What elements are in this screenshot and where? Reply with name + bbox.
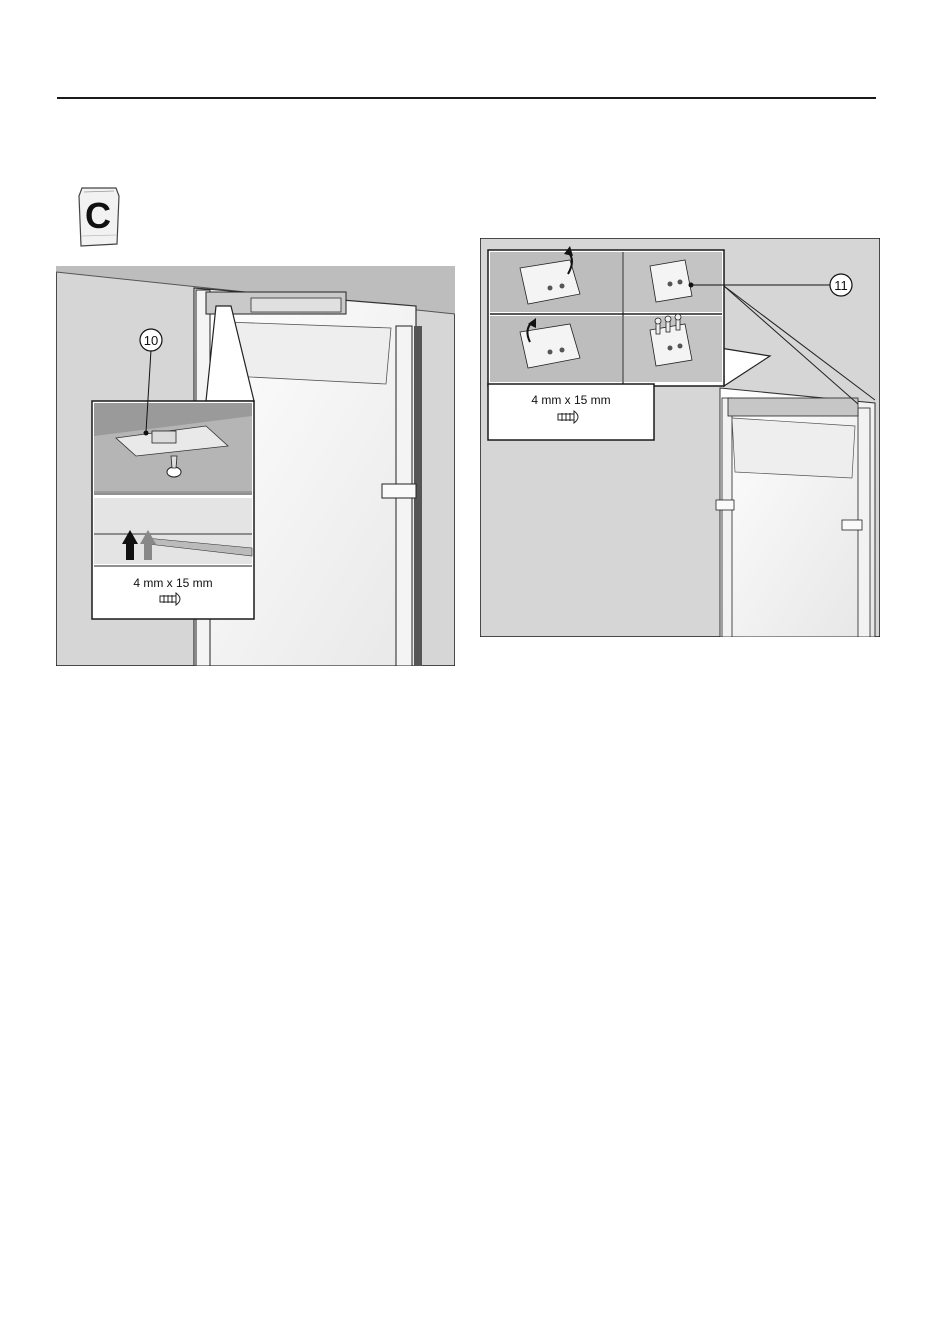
figure-right: 4 mm x 15 mm 11: [480, 238, 880, 637]
screw-size-label: 4 mm x 15 mm: [133, 576, 212, 590]
screw-size-label-right: 4 mm x 15 mm: [531, 393, 610, 407]
bag-icon: C: [76, 186, 122, 248]
bag-letter: C: [85, 195, 111, 236]
fitting-bag-c: C: [76, 186, 122, 248]
callout-10: 10: [144, 333, 158, 348]
callout-11: 11: [834, 278, 848, 293]
header-rule: [57, 97, 876, 99]
figure-left: 4 mm x 15 mm 10: [56, 266, 455, 666]
